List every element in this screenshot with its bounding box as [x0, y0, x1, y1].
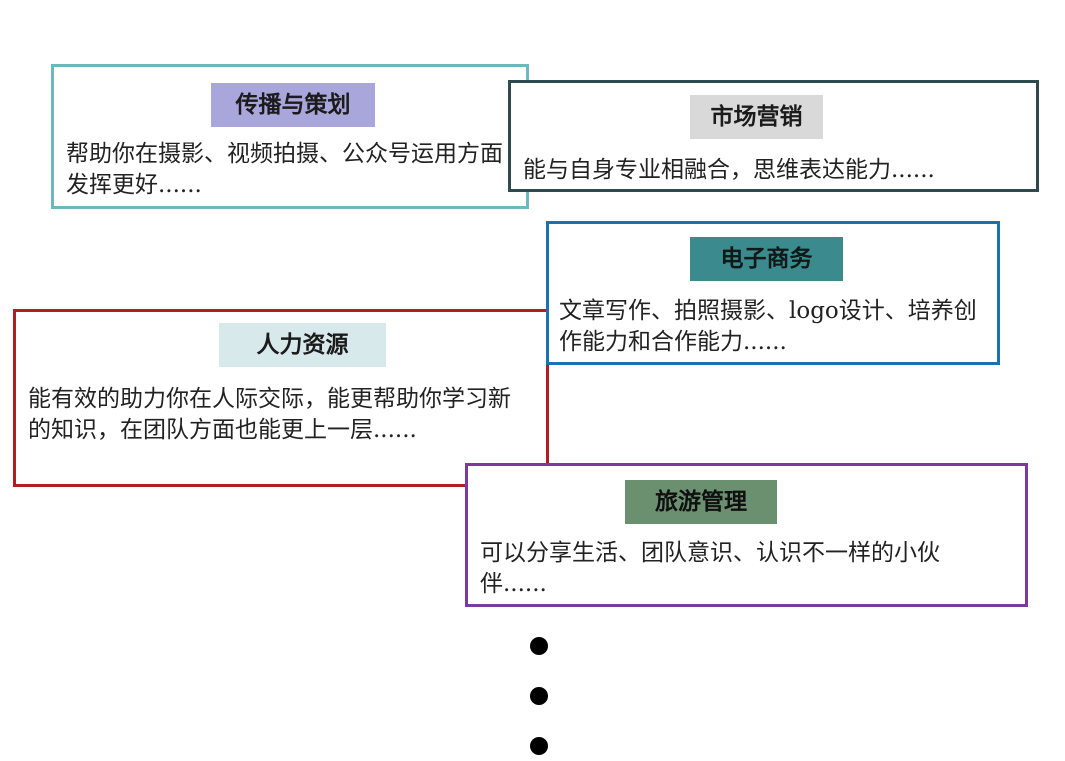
card-e-commerce: 电子商务 文章写作、拍照摄影、logo设计、培养创作能力和合作能力......: [546, 221, 1000, 365]
card-description: 帮助你在摄影、视频拍摄、公众号运用方面发挥更好......: [66, 141, 503, 198]
card-description: 可以分享生活、团队意识、认识不一样的小伙伴......: [480, 540, 940, 597]
card-title: 市场营销: [690, 95, 823, 139]
card-description: 能与自身专业相融合，思维表达能力......: [523, 157, 935, 183]
card-description: 文章写作、拍照摄影、logo设计、培养创作能力和合作能力......: [559, 298, 977, 355]
bullet-dot: [530, 687, 548, 705]
card-title: 旅游管理: [625, 480, 777, 524]
card-title: 人力资源: [219, 323, 386, 367]
card-tourism-management: 旅游管理 可以分享生活、团队意识、认识不一样的小伙伴......: [465, 463, 1028, 607]
card-human-resources: 人力资源 能有效的助力你在人际交际，能更帮助你学习新的知识，在团队方面也能更上一…: [13, 309, 549, 487]
bullet-dot: [530, 637, 548, 655]
bullet-dot: [530, 737, 548, 755]
card-title: 传播与策划: [211, 83, 375, 127]
card-communication-planning: 传播与策划 帮助你在摄影、视频拍摄、公众号运用方面发挥更好......: [51, 64, 529, 209]
card-marketing: 市场营销 能与自身专业相融合，思维表达能力......: [508, 80, 1039, 192]
card-description: 能有效的助力你在人际交际，能更帮助你学习新的知识，在团队方面也能更上一层....…: [28, 386, 511, 443]
card-title: 电子商务: [690, 237, 843, 281]
